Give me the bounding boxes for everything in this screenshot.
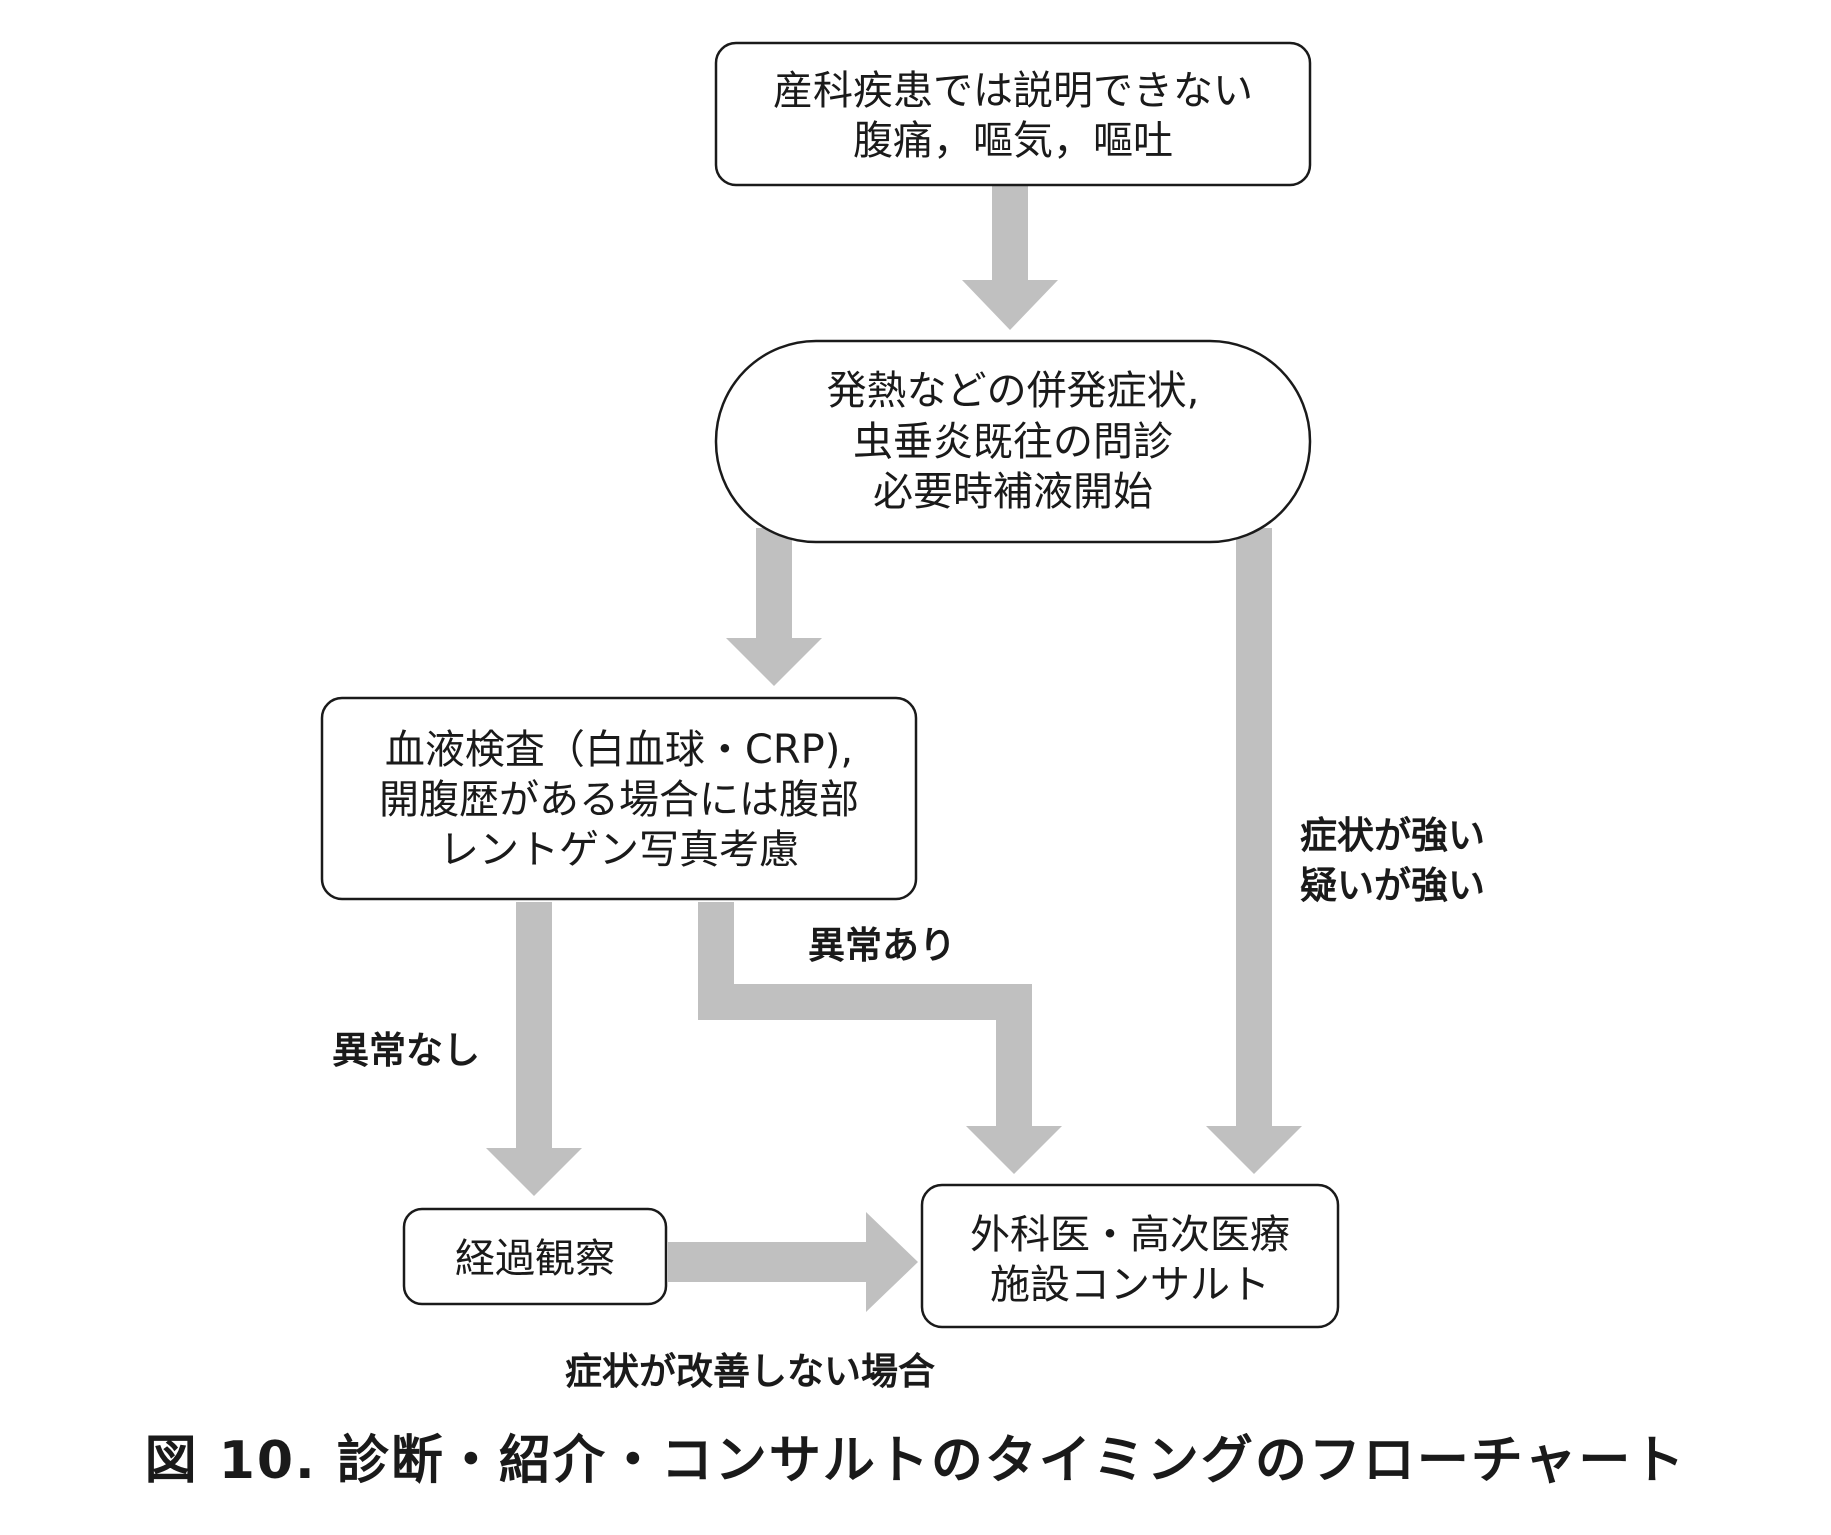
label-normal: 異常なし [332, 1029, 480, 1072]
history-line-3: 必要時補液開始 [873, 469, 1153, 515]
arrow-history-to-consult [1206, 528, 1302, 1174]
symptoms-line-2: 腹痛，嘔気，嘔吐 [853, 118, 1173, 164]
blood-test-box [320, 696, 918, 901]
arrow-symptoms-to-history [962, 185, 1058, 330]
label-abnormal: 異常あり [808, 924, 956, 967]
blood-test-line-2: 開腹歴がある場合には腹部 [379, 777, 859, 823]
history-line-2: 虫垂炎既往の問診 [853, 419, 1173, 465]
symptoms-line-1: 産科疾患では説明できない [773, 68, 1253, 114]
observation-label: 経過観察 [455, 1236, 615, 1282]
figure-caption: 図 10. 診断・紹介・コンサルトのタイミングのフローチャート [144, 1431, 1687, 1491]
blood-test-line-1: 血液検査（白血球・CRP), [385, 727, 853, 773]
arrow-blood-test-to-observation [486, 902, 582, 1196]
consult-line-2: 施設コンサルト [990, 1262, 1270, 1308]
observation-box [402, 1207, 668, 1306]
history-line-1: 発熱などの併発症状, [827, 368, 1200, 414]
symptoms-box [714, 41, 1312, 187]
label-not-improving: 症状が改善しない場合 [565, 1350, 935, 1393]
arrow-history-to-blood-test [726, 528, 822, 686]
history-box [714, 339, 1312, 544]
arrow-blood-test-to-consult [698, 902, 1062, 1174]
consult-line-1: 外科医・高次医療 [970, 1212, 1290, 1258]
arrow-observation-to-consult [668, 1212, 918, 1312]
blood-test-line-3: レントゲン写真考慮 [439, 827, 799, 873]
label-strong-2: 疑いが強い [1300, 864, 1485, 907]
consult-box [920, 1183, 1340, 1329]
label-strong-1: 症状が強い [1300, 814, 1485, 857]
